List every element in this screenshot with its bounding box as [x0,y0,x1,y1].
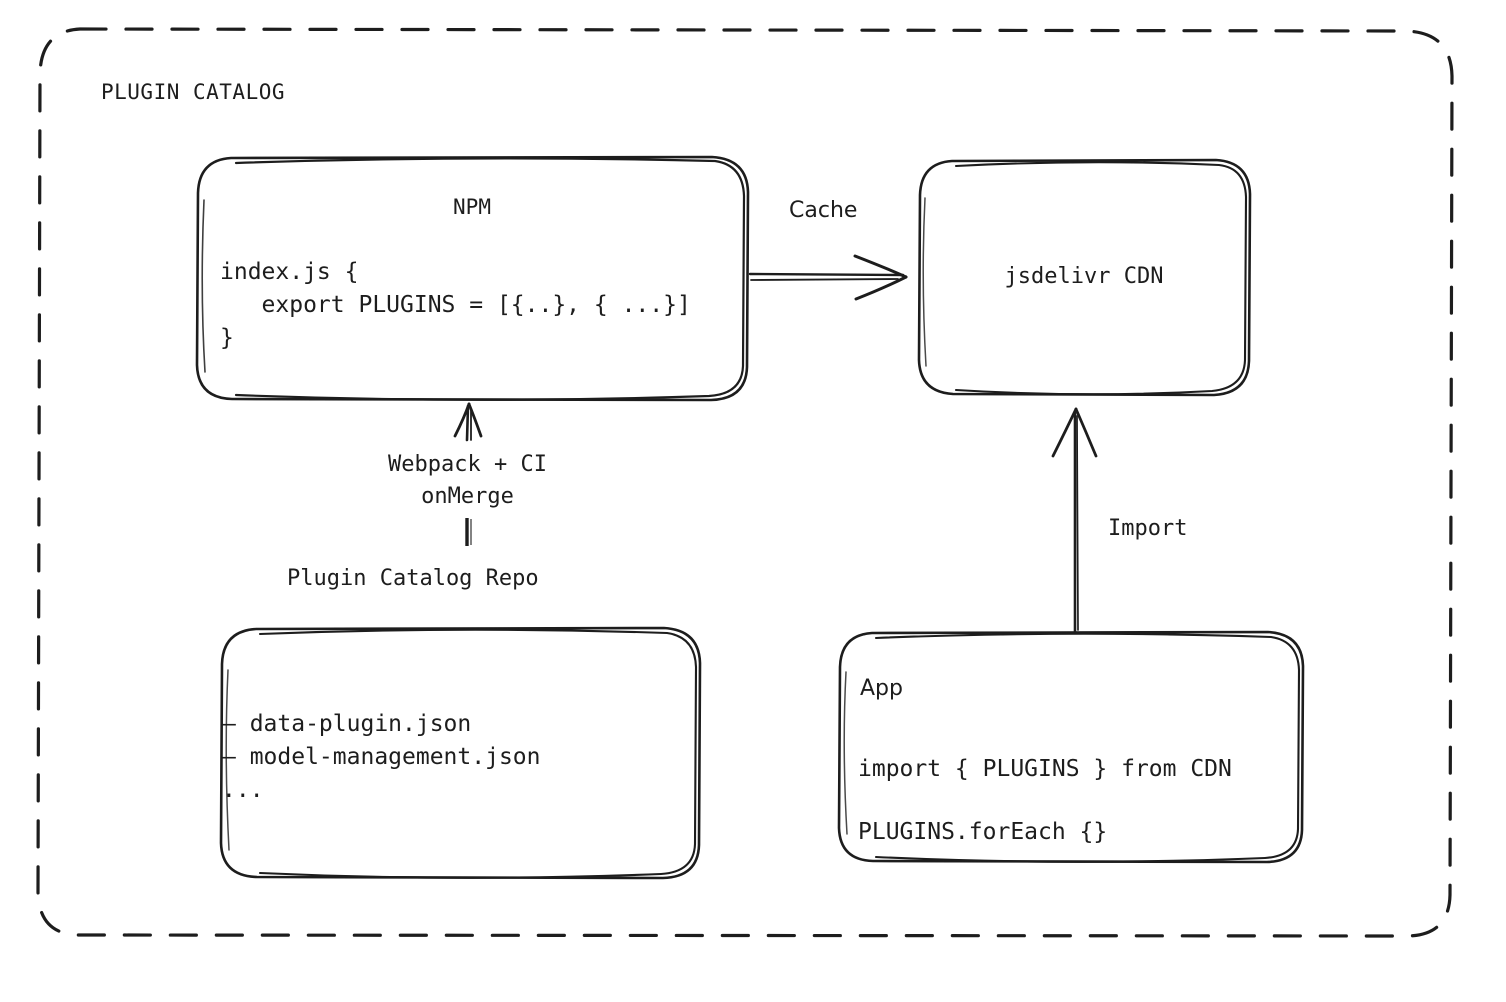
app-node-title: App [860,676,903,701]
npm-node-border [195,155,750,402]
repo-node-file-list: – data-plugin.json – model-management.js… [222,711,541,803]
repo-node-border [219,626,702,880]
repo-node-caption: Plugin Catalog Repo [287,566,539,591]
app-node-code: import { PLUGINS } from CDN PLUGINS.forE… [858,756,1232,845]
cdn-node-title: jsdelivr CDN [1004,264,1164,289]
container-title: PLUGIN CATALOG [101,80,286,104]
import-arrow [1051,407,1098,634]
cdn-node-border [917,158,1252,397]
build-edge-label: Webpack + CI onMerge [388,452,547,509]
npm-node-title: NPM [453,195,491,219]
cache-arrow [748,254,908,301]
npm-node-code: index.js { export PLUGINS = [{..}, { ...… [220,259,691,351]
plugin-catalog-container-border [36,27,1454,938]
build-arrow [453,402,483,546]
app-node-border [837,630,1305,864]
import-edge-label: Import [1108,516,1188,541]
cache-edge-label: Cache [789,198,858,223]
